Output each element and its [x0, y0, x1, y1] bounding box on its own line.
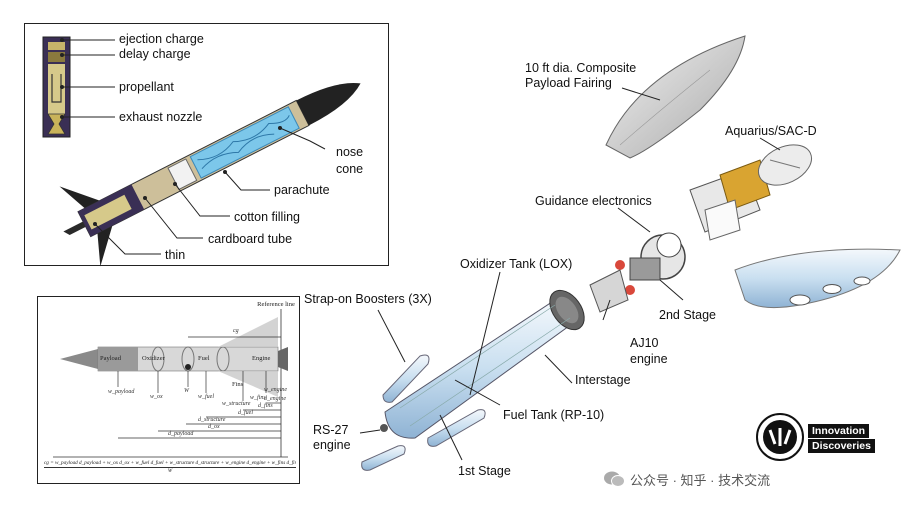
symbol-w-payload: w_payload	[108, 389, 135, 395]
component-fins: Fins	[232, 381, 244, 388]
label-cardboard-tube: cardboard tube	[208, 232, 293, 246]
reference-line-label: Reference line	[257, 301, 295, 308]
symbol-w-fuel: w_fuel	[198, 394, 214, 400]
label-first-stage: 1st Stage	[458, 464, 511, 478]
label-exhaust-nozzle: exhaust nozzle	[119, 110, 203, 124]
model-rocket-drawing	[42, 36, 361, 267]
component-oxidizer: Oxidizer	[142, 355, 165, 362]
label-cotton-filling: cotton filling	[234, 210, 301, 224]
innovation-discoveries-logo-icon	[756, 413, 804, 461]
cg-formula: cg = w_payload d_payload + w_ox d_ox + w…	[44, 460, 296, 475]
model-rocket-panel: ejection charge delay charge propellant …	[24, 23, 389, 267]
label-aj10-line2: engine	[630, 352, 668, 366]
cg-formula-numerator: cg = w_payload d_payload + w_ox d_ox + w…	[44, 460, 296, 468]
label-propellant: propellant	[119, 80, 174, 94]
label-aj10-line1: AJ10	[630, 336, 659, 350]
symbol-d-payload: d_payload	[168, 431, 194, 437]
label-strap-on-boosters: Strap-on Boosters (3X)	[304, 292, 432, 306]
cg-diagram-drawing	[53, 309, 288, 458]
label-delay-charge: delay charge	[119, 47, 191, 61]
label-rs27-line2: engine	[313, 438, 351, 452]
component-payload: Payload	[100, 355, 121, 362]
label-fuel-tank: Fuel Tank (RP-10)	[503, 408, 605, 422]
cg-formula-denominator: W	[167, 468, 173, 474]
symbol-d-fins: d_fins	[258, 403, 273, 409]
component-engine: Engine	[252, 355, 271, 362]
symbol-w-structure: w_structure	[222, 401, 251, 407]
symbol-d-structure: d_structure	[198, 417, 226, 423]
logo-line2: Discoveries	[808, 439, 875, 453]
symbol-cg: cg	[233, 328, 239, 334]
label-oxidizer-tank: Oxidizer Tank (LOX)	[460, 257, 573, 271]
label-guidance-electronics: Guidance electronics	[535, 194, 652, 208]
label-cone: cone	[336, 162, 364, 176]
logo-line1: Innovation	[808, 424, 870, 438]
label-fairing-line1: 10 ft dia. Composite	[525, 61, 637, 75]
label-fairing-line2: Payload Fairing	[525, 76, 612, 90]
label-rs27-line1: RS-27	[313, 423, 349, 437]
label-second-stage: 2nd Stage	[659, 308, 716, 322]
watermark-text: 公众号 · 知乎 · 技术交流	[630, 473, 771, 488]
symbol-w-fins: w_fins	[250, 395, 266, 401]
wechat-icon	[604, 471, 625, 487]
symbol-w-engine: w_engine	[264, 387, 287, 393]
symbol-d-fuel: d_fuel	[238, 410, 253, 416]
label-ejection-charge: ejection charge	[119, 32, 204, 46]
symbol-w-ox: w_ox	[150, 394, 163, 400]
symbol-W: W	[184, 388, 189, 394]
cg-diagram-panel: Reference line Payload Oxidizer Fuel Eng…	[37, 296, 300, 484]
label-nose: nose	[336, 145, 364, 159]
label-aquarius: Aquarius/SAC-D	[725, 124, 817, 138]
label-interstage: Interstage	[575, 373, 631, 387]
symbol-d-ox: d_ox	[208, 424, 220, 430]
label-thin: thin	[165, 248, 186, 262]
component-fuel: Fuel	[198, 355, 210, 362]
symbol-d-engine: d_engine	[264, 396, 286, 402]
label-parachute: parachute	[274, 183, 330, 197]
